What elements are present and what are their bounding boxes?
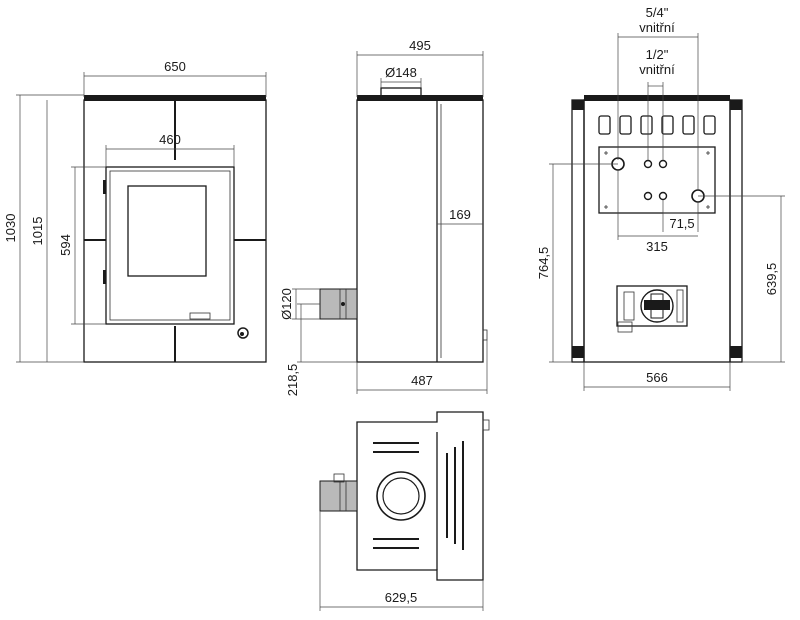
- side-body: [356, 99, 484, 363]
- flue-diameter-label: Ø148: [385, 65, 417, 80]
- door-hinge-bottom: [103, 270, 106, 284]
- top-flue-pipe: [319, 480, 358, 512]
- air-control-knob: [237, 327, 249, 339]
- top-flue-collar: [376, 471, 426, 521]
- height-right-label: 639,5: [764, 263, 779, 296]
- side-depth-top-label: 495: [409, 38, 431, 53]
- air-inlet-box: [616, 285, 688, 327]
- rear-right-column: [729, 99, 743, 363]
- pipe-diameter-label: Ø120: [279, 288, 294, 320]
- front-view: 650 460 1030 1015 594: [3, 59, 267, 363]
- top-view-outline: [356, 411, 484, 581]
- flue-pipe: [319, 288, 358, 320]
- door-handle: [189, 312, 211, 320]
- rear-top-plate: [584, 95, 730, 101]
- door-glass: [127, 185, 207, 277]
- air-inlet-dial: [640, 289, 674, 323]
- front-width-label: 650: [164, 59, 186, 74]
- connection-small-sub: vnitřní: [639, 62, 675, 77]
- rear-body: [583, 99, 731, 363]
- top-view: 629,5: [319, 411, 490, 611]
- rear-view: 5/4" vnitřní 1/2" vnitřní 71,5 315 764,5…: [536, 5, 785, 391]
- rear-bracket: [482, 329, 488, 341]
- door-width-label: 460: [159, 132, 181, 147]
- side-depth-bottom-label: 487: [411, 373, 433, 388]
- front-body-height-label: 1015: [30, 217, 45, 246]
- door-inner-frame: [109, 170, 231, 321]
- top-depth-label: 629,5: [385, 590, 418, 605]
- connection-large-label: 5/4": [646, 5, 669, 20]
- door-height-label: 594: [58, 234, 73, 256]
- connection-plate: [598, 146, 716, 214]
- connection-small-label: 1/2": [646, 47, 669, 62]
- rear-width-label: 566: [646, 370, 668, 385]
- door-frame: [105, 166, 235, 325]
- height-left-label: 764,5: [536, 247, 551, 280]
- rear-left-column: [571, 99, 585, 363]
- vent-slots: [598, 115, 716, 135]
- spacing-wide-label: 315: [646, 239, 668, 254]
- pipe-height-label: 218,5: [285, 364, 300, 397]
- side-view: 495 Ø148 169 487 Ø120 218,5: [279, 38, 488, 397]
- front-top-plate: [84, 95, 266, 101]
- side-top-plate: [357, 95, 483, 101]
- top-left-vents: [373, 442, 419, 549]
- top-right-vents: [446, 441, 464, 550]
- flue-collar: [380, 87, 422, 97]
- front-total-height-label: 1030: [3, 214, 18, 243]
- rear-panel-label: 169: [449, 207, 471, 222]
- connection-large-sub: vnitřní: [639, 20, 675, 35]
- spacing-small-label: 71,5: [669, 216, 694, 231]
- door-hinge-top: [103, 180, 106, 194]
